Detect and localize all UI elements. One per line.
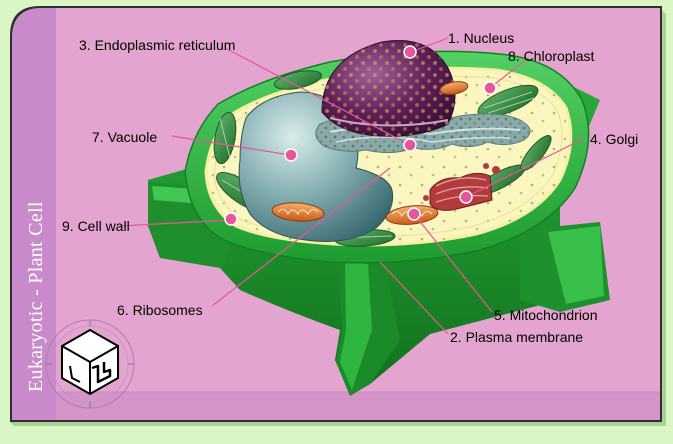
label-golgi: 4. Golgi: [590, 131, 639, 147]
label-nucleus: 1. Nucleus: [448, 30, 515, 46]
leader-lines: [119, 37, 586, 335]
label-ribosomes: 6. Ribosomes: [117, 302, 203, 318]
label-chloroplast: 8. Chloroplast: [508, 48, 595, 64]
label-plasma-membrane: 2. Plasma membrane: [450, 329, 584, 345]
label-vacuole: 7. Vacuole: [92, 129, 158, 145]
sidebar-title: Eukaryotic - Plant Cell: [25, 201, 47, 392]
nucleus: [321, 39, 456, 137]
cube-hand-logo-icon: [45, 319, 135, 409]
label-endoplasmic-reticulum: 3. Endoplasmic reticulum: [79, 37, 236, 53]
label-markers: [224, 45, 497, 226]
label-mitochondrion: 5. Mitochondrion: [494, 307, 598, 323]
label-cell-wall: 9. Cell wall: [62, 218, 130, 234]
